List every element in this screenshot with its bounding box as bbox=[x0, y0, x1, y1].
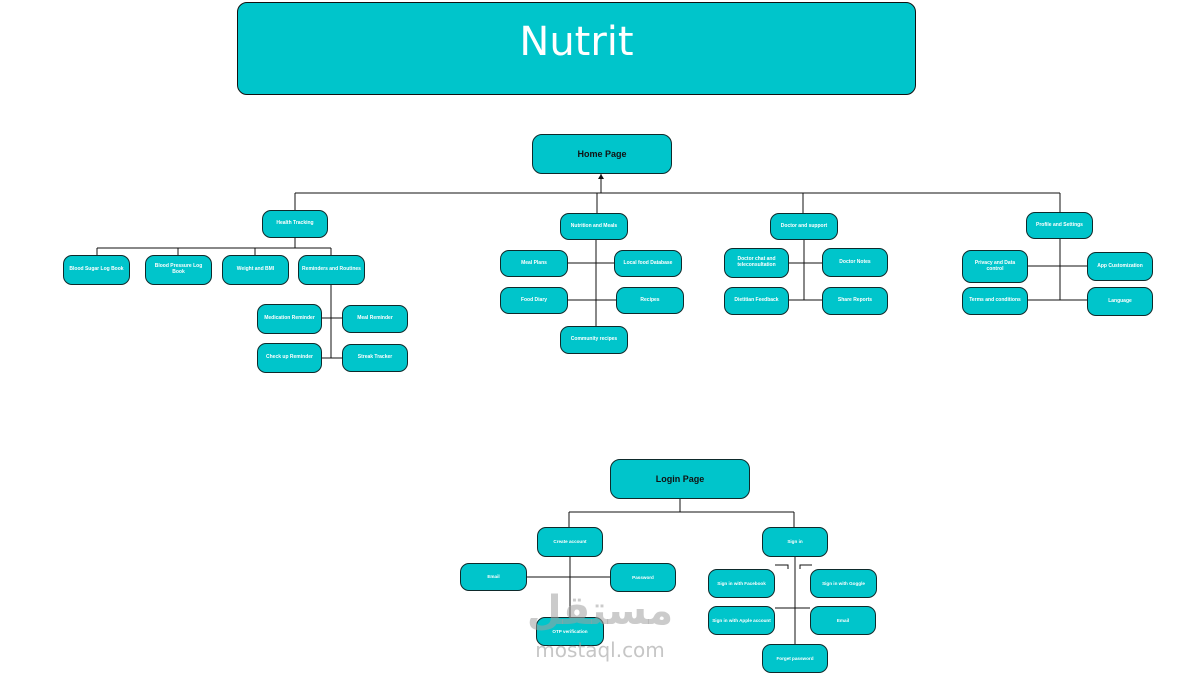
community-recipes-node[interactable]: Community recipes bbox=[560, 326, 628, 354]
create-account-node[interactable]: Create account bbox=[537, 527, 603, 557]
doctor-chat-node[interactable]: Doctor chat and teleconsultation bbox=[724, 248, 789, 278]
sign-in-email-node[interactable]: Email bbox=[810, 606, 876, 635]
blood-sugar-log-node[interactable]: Blood Sugar Log Book bbox=[63, 255, 130, 285]
checkup-reminder-node[interactable]: Check up Reminder bbox=[257, 343, 322, 373]
dietitian-feedback-node[interactable]: Dietitian Feedback bbox=[724, 287, 789, 315]
nutrition-meals-node[interactable]: Nutrition and Meals bbox=[560, 213, 628, 240]
privacy-data-node[interactable]: Privacy and Data control bbox=[962, 250, 1028, 283]
health-tracking-node[interactable]: Health Tracking bbox=[262, 210, 328, 238]
sign-in-facebook-node[interactable]: Sign in with Facebook bbox=[708, 569, 775, 598]
recipes-node[interactable]: Recipes bbox=[616, 287, 684, 314]
create-email-node[interactable]: Email bbox=[460, 563, 527, 591]
doctor-support-node[interactable]: Doctor and support bbox=[770, 213, 838, 240]
sign-in-goggle-node[interactable]: Sign in with Goggle bbox=[810, 569, 877, 598]
login-page-node[interactable]: Login Page bbox=[610, 459, 750, 499]
profile-settings-node[interactable]: Profile and Settings bbox=[1026, 212, 1093, 239]
reminders-routines-node[interactable]: Reminders and Routines bbox=[298, 255, 365, 285]
food-diary-node[interactable]: Food Diary bbox=[500, 287, 568, 314]
home-page-node[interactable]: Home Page bbox=[532, 134, 672, 174]
create-password-node[interactable]: Password bbox=[610, 563, 676, 592]
streak-tracker-node[interactable]: Streak Tracker bbox=[342, 344, 408, 372]
local-food-database-node[interactable]: Local food Database bbox=[614, 250, 682, 277]
otp-verification-node[interactable]: OTP verification bbox=[536, 617, 604, 646]
watermark-latin-text: mostaql.com bbox=[535, 638, 665, 662]
mostaql-watermark: مستقل mostaql.com bbox=[520, 588, 680, 663]
terms-conditions-node[interactable]: Terms and conditions bbox=[962, 287, 1028, 315]
watermark-arabic-text: مستقل bbox=[526, 588, 674, 634]
sign-in-apple-node[interactable]: Sign in with Apple account bbox=[708, 606, 775, 635]
app-title: Nutrit bbox=[519, 18, 634, 65]
app-customization-node[interactable]: App Customization bbox=[1087, 252, 1153, 281]
app-title-banner: Nutrit bbox=[237, 2, 916, 95]
medication-reminder-node[interactable]: Medication Reminder bbox=[257, 304, 322, 334]
sign-in-node[interactable]: Sign in bbox=[762, 527, 828, 557]
doctor-notes-node[interactable]: Doctor Notes bbox=[822, 248, 888, 277]
blood-pressure-log-node[interactable]: Blood Pressure Log Book bbox=[145, 255, 212, 285]
share-reports-node[interactable]: Share Reports bbox=[822, 287, 888, 315]
forget-password-node[interactable]: Forget password bbox=[762, 644, 828, 673]
meal-reminder-node[interactable]: Meal Reminder bbox=[342, 305, 408, 333]
meal-plans-node[interactable]: Meal Plans bbox=[500, 250, 568, 277]
weight-bmi-node[interactable]: Weight and BMI bbox=[222, 255, 289, 285]
language-node[interactable]: Language bbox=[1087, 287, 1153, 316]
